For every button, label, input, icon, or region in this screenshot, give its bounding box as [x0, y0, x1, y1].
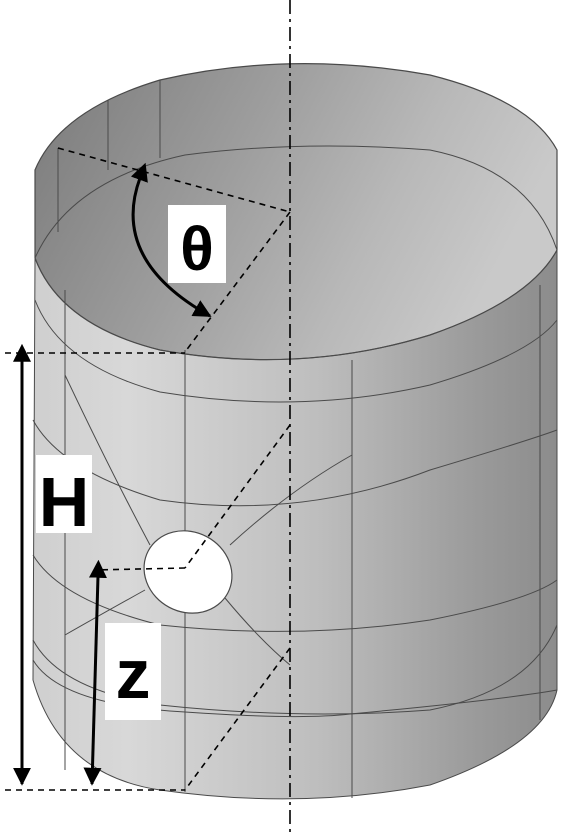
construction-lines [5, 147, 291, 791]
theta-label-box [168, 205, 226, 283]
theta-arc-arrow [130, 162, 212, 318]
z-dimension-arrow [83, 559, 107, 786]
theta-label: θ [180, 215, 214, 284]
height-label-box [36, 455, 92, 533]
z-label-box [105, 623, 161, 720]
inner-mesh [34, 80, 558, 259]
height-label: H [39, 463, 90, 541]
hole [143, 530, 233, 614]
z-label: z [116, 635, 151, 713]
